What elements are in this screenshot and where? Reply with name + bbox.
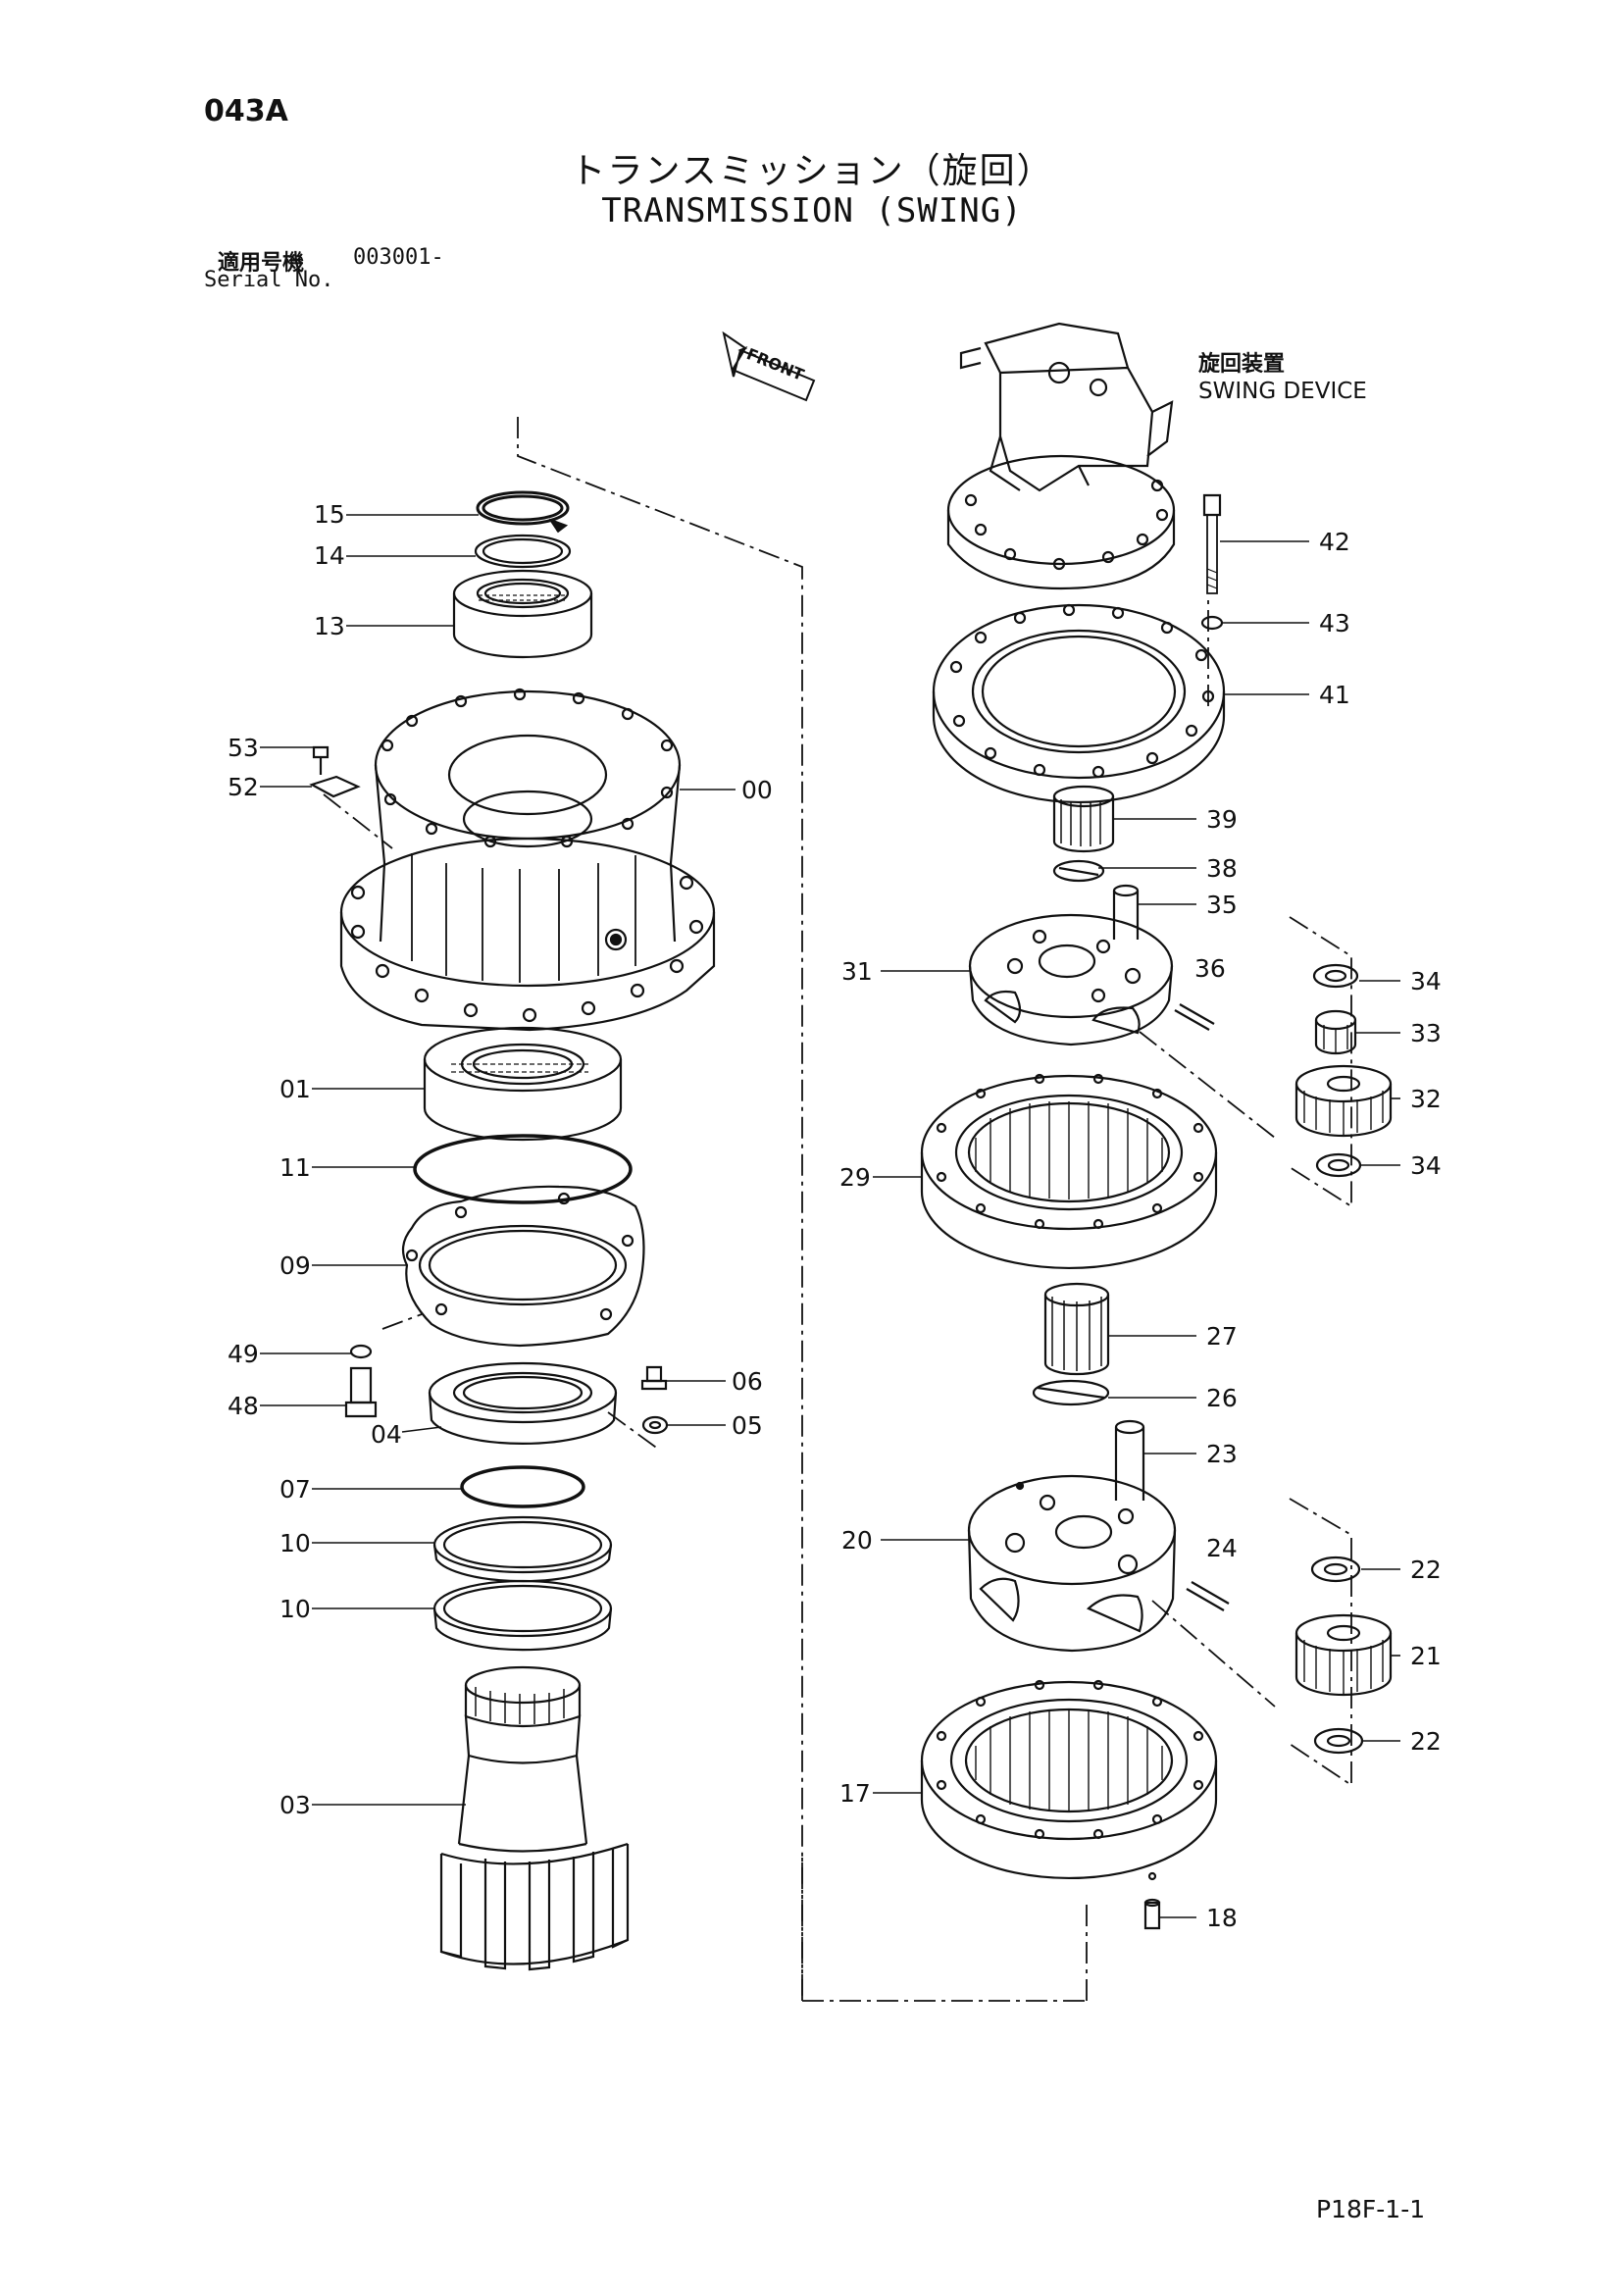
part-label-03: 03 bbox=[279, 1791, 311, 1819]
part-label-49: 49 bbox=[228, 1340, 259, 1368]
thrust-washer-22b bbox=[1313, 1727, 1364, 1755]
part-label-04: 04 bbox=[371, 1420, 402, 1449]
part-label-32: 32 bbox=[1410, 1085, 1442, 1113]
part-label-52: 52 bbox=[228, 773, 259, 801]
swing-device-label-english: SWING DEVICE bbox=[1198, 379, 1367, 404]
bolt-53 bbox=[312, 745, 330, 775]
part-label-39: 39 bbox=[1206, 805, 1238, 834]
serial-number: 003001- bbox=[353, 245, 444, 270]
part-label-34-lower: 34 bbox=[1410, 1151, 1442, 1180]
thrust-plate-26 bbox=[1032, 1379, 1110, 1406]
washer-49 bbox=[349, 1344, 373, 1359]
pin-36 bbox=[1174, 1003, 1215, 1031]
gear-39 bbox=[1052, 785, 1115, 853]
part-label-35: 35 bbox=[1206, 891, 1238, 919]
page-code: 043A bbox=[204, 94, 288, 128]
part-label-29: 29 bbox=[839, 1163, 871, 1192]
carrier-09 bbox=[401, 1185, 645, 1348]
sun-gear-27 bbox=[1043, 1282, 1110, 1376]
part-label-10-lower: 10 bbox=[279, 1595, 311, 1623]
part-label-22-upper: 22 bbox=[1410, 1556, 1442, 1584]
part-label-22-lower: 22 bbox=[1410, 1727, 1442, 1756]
pin-35 bbox=[1112, 884, 1140, 940]
housing-00 bbox=[339, 688, 716, 1032]
part-label-11: 11 bbox=[279, 1153, 311, 1182]
thrust-washer-22a bbox=[1310, 1556, 1361, 1583]
part-label-41: 41 bbox=[1319, 681, 1350, 709]
seal-10a bbox=[432, 1515, 613, 1583]
pin-24 bbox=[1186, 1581, 1230, 1611]
part-label-05: 05 bbox=[732, 1411, 763, 1440]
snap-ring-15 bbox=[476, 490, 570, 534]
ring-gear-17 bbox=[920, 1679, 1218, 1880]
swing-device-label-japanese: 旋回装置 bbox=[1198, 352, 1286, 377]
seal-04 bbox=[428, 1361, 618, 1445]
front-arrow bbox=[722, 331, 816, 402]
part-label-14: 14 bbox=[314, 541, 345, 570]
leader-lines bbox=[260, 514, 1400, 1918]
o-ring-11 bbox=[413, 1134, 633, 1204]
thrust-washer-34b bbox=[1315, 1152, 1362, 1178]
part-label-53: 53 bbox=[228, 734, 259, 762]
thrust-washer-34a bbox=[1312, 963, 1359, 989]
footer-code: P18F-1-1 bbox=[1316, 2195, 1426, 2223]
part-label-21: 21 bbox=[1410, 1642, 1442, 1670]
part-label-15: 15 bbox=[314, 500, 345, 529]
bolt-06 bbox=[640, 1365, 668, 1391]
part-label-06: 06 bbox=[732, 1367, 763, 1396]
part-label-13: 13 bbox=[314, 612, 345, 640]
washer-43 bbox=[1200, 615, 1224, 631]
part-label-01: 01 bbox=[279, 1075, 311, 1103]
bolt-42 bbox=[1202, 493, 1222, 594]
pin-18 bbox=[1143, 1871, 1161, 1930]
part-label-36: 36 bbox=[1194, 954, 1226, 983]
part-label-10-upper: 10 bbox=[279, 1529, 311, 1557]
plate-52 bbox=[309, 775, 361, 798]
ring-41 bbox=[932, 603, 1226, 804]
part-label-00: 00 bbox=[741, 776, 773, 804]
serial-label-english: Serial No. bbox=[204, 268, 334, 292]
part-label-48: 48 bbox=[228, 1392, 259, 1420]
part-label-23: 23 bbox=[1206, 1440, 1238, 1468]
bearing-01 bbox=[423, 1026, 623, 1142]
part-label-09: 09 bbox=[279, 1251, 311, 1280]
part-label-34-upper: 34 bbox=[1410, 967, 1442, 995]
part-label-43: 43 bbox=[1319, 609, 1350, 638]
ring-gear-29 bbox=[920, 1073, 1218, 1270]
bolt-48 bbox=[344, 1366, 378, 1418]
part-label-17: 17 bbox=[839, 1779, 871, 1808]
part-label-38: 38 bbox=[1206, 854, 1238, 883]
carrier-20 bbox=[967, 1474, 1177, 1653]
part-label-33: 33 bbox=[1410, 1019, 1442, 1047]
o-ring-07 bbox=[460, 1465, 585, 1508]
nut-05 bbox=[641, 1415, 669, 1435]
carrier-31 bbox=[968, 913, 1174, 1046]
bearing-13 bbox=[452, 569, 593, 659]
planet-gear-32 bbox=[1294, 1064, 1393, 1138]
swing-device-motor bbox=[946, 322, 1176, 590]
title-japanese: トランスミッション（旋回） bbox=[570, 151, 1054, 191]
phantom-lines bbox=[323, 417, 1352, 2002]
part-label-27: 27 bbox=[1206, 1322, 1238, 1351]
pin-23 bbox=[1114, 1419, 1145, 1501]
part-label-18: 18 bbox=[1206, 1904, 1238, 1932]
part-label-31: 31 bbox=[841, 957, 873, 986]
part-label-07: 07 bbox=[279, 1475, 311, 1504]
shaft-03 bbox=[439, 1665, 630, 1971]
needle-bearing-33 bbox=[1314, 1009, 1357, 1055]
planet-gear-21 bbox=[1294, 1613, 1393, 1697]
title-english: TRANSMISSION (SWING) bbox=[601, 191, 1023, 230]
part-label-24: 24 bbox=[1206, 1534, 1238, 1562]
part-label-20: 20 bbox=[841, 1526, 873, 1555]
part-label-26: 26 bbox=[1206, 1384, 1238, 1412]
serial-label-japanese: 適用号機 bbox=[218, 251, 305, 276]
thrust-plate-38 bbox=[1052, 859, 1105, 883]
seal-10b bbox=[432, 1579, 613, 1652]
shim-14 bbox=[474, 534, 572, 569]
part-label-42: 42 bbox=[1319, 528, 1350, 556]
